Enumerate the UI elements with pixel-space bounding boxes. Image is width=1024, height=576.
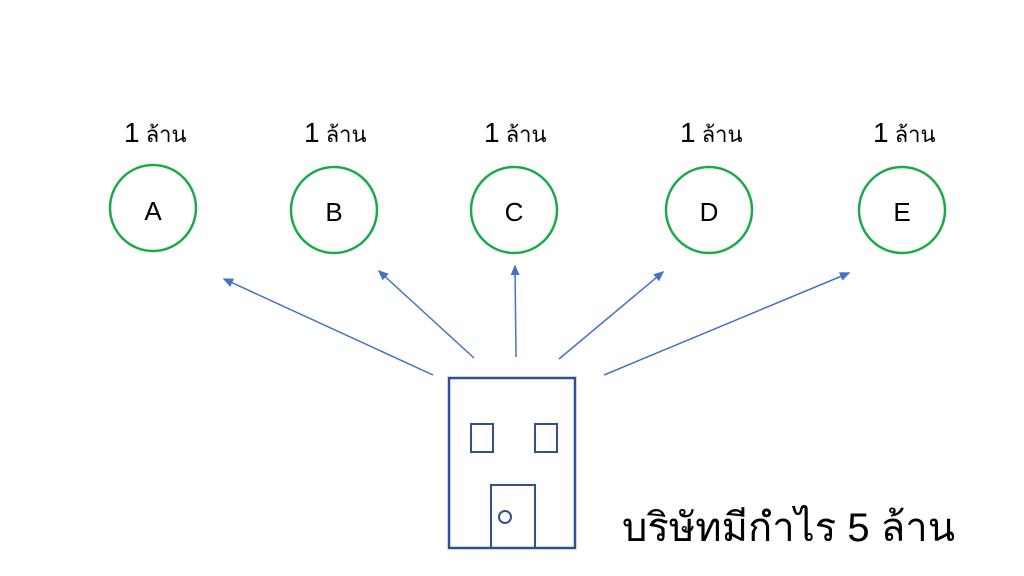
amount-label-e: 1 ล้าน — [873, 117, 936, 148]
node-letter-d: D — [700, 197, 719, 227]
arrow-to-c — [510, 264, 520, 358]
window-icon — [534, 423, 558, 453]
arrow-to-e — [603, 272, 851, 376]
node-letter-c: C — [505, 197, 524, 227]
shareholder-node-b — [289, 165, 379, 255]
arrow-to-d — [558, 271, 665, 360]
window-icon — [470, 423, 494, 453]
company-building-icon — [447, 376, 577, 550]
door-knob-icon — [498, 510, 512, 524]
shareholder-node-c — [469, 165, 559, 255]
node-letter-b: B — [325, 197, 342, 227]
shareholder-node-a — [108, 163, 198, 253]
caption: บริษัทมีกำไร 5 ล้าน — [622, 505, 955, 550]
node-letter-e: E — [893, 197, 910, 227]
amount-label-b: 1 ล้าน — [304, 117, 367, 148]
arrow-to-b — [377, 269, 475, 359]
door-icon — [490, 484, 536, 549]
amount-label-c: 1 ล้าน — [484, 117, 547, 148]
shareholder-node-e — [857, 165, 947, 255]
amount-label-a: 1 ล้าน — [124, 117, 187, 148]
shareholder-node-d — [664, 165, 754, 255]
node-letter-a: A — [144, 196, 162, 226]
arrow-to-a — [222, 278, 434, 376]
amount-label-d: 1 ล้าน — [680, 117, 743, 148]
